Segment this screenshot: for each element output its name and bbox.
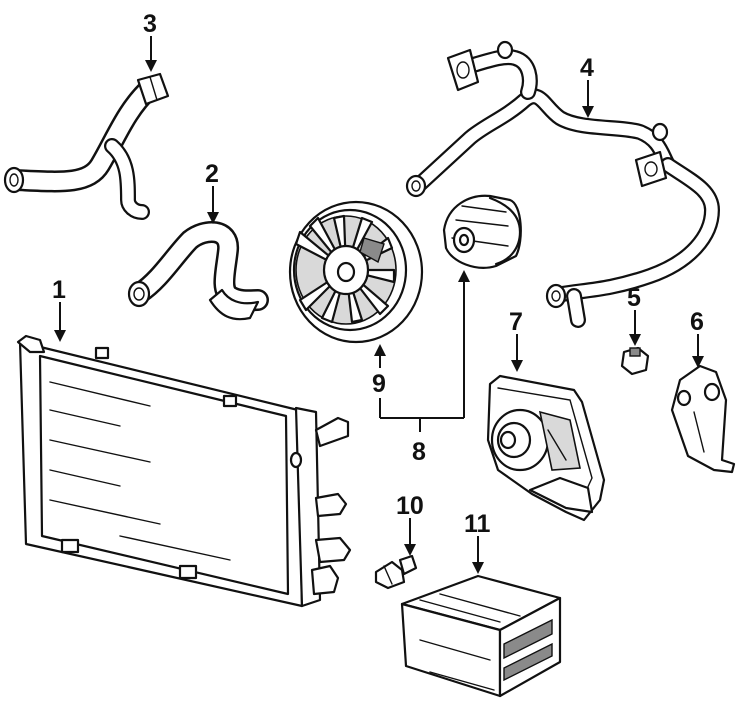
lower-radiator-hose [127,221,269,321]
callout-7: 7 [509,308,523,336]
temperature-sensor [620,346,650,376]
callout-1: 1 [52,276,66,304]
leader-11 [472,536,484,574]
callout-2: 2 [205,160,219,188]
leader-6 [692,334,704,368]
callout-10: 10 [396,492,424,520]
coolant-pipe [405,40,720,328]
radiator-outlets [310,416,352,596]
callout-6: 6 [690,308,704,336]
callout-4: 4 [580,54,594,82]
fan-blade [288,200,424,344]
callout-5: 5 [627,284,641,312]
pipe-flange-lower [634,150,668,188]
leader-5 [629,310,641,346]
fan-clutch [442,194,522,269]
callout-9: 9 [372,370,386,398]
callout-3: 3 [143,10,157,38]
radiator [16,334,352,608]
water-pump [486,374,606,522]
control-module [400,574,562,698]
leader-10 [404,518,416,556]
fan-switch [374,554,418,590]
upper-radiator-hose [3,72,170,220]
leader-4 [582,80,594,118]
callout-11: 11 [464,510,491,538]
leader-1 [54,302,66,342]
mounting-bracket [670,364,736,474]
leader-3 [145,36,157,72]
pipe-flange-upper [446,48,480,92]
leader-2 [207,186,219,224]
radiator-fins [49,381,231,561]
callout-8: 8 [412,438,426,466]
leader-7 [511,334,523,372]
leader-8-9 [374,270,470,432]
